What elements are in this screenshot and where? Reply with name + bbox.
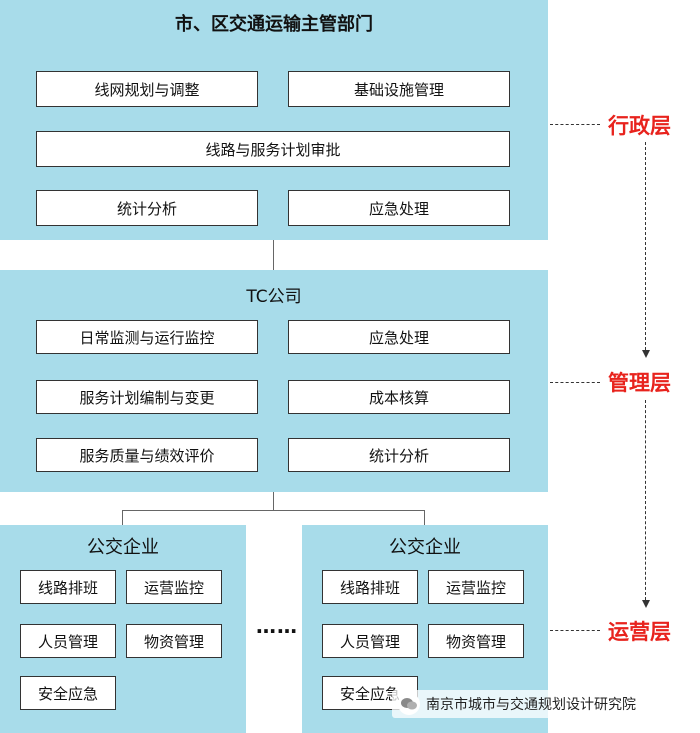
enterprise-left-personnel: 人员管理 xyxy=(20,624,116,658)
wechat-icon xyxy=(398,693,420,715)
arrow-admin-to-manage-line xyxy=(645,142,646,350)
admin-item-emergency: 应急处理 xyxy=(288,190,510,226)
more-enterprises-ellipsis: …… xyxy=(256,614,298,638)
admin-item-infrastructure: 基础设施管理 xyxy=(288,71,510,107)
manage-layer-panel: TC公司 日常监测与运行监控 应急处理 服务计划编制与变更 成本核算 服务质量与… xyxy=(0,270,548,492)
arrow-manage-to-operate-line xyxy=(645,400,646,600)
operate-layer-label: 运营层 xyxy=(606,616,673,646)
enterprise-left-title: 公交企业 xyxy=(87,537,159,558)
manage-layer-label: 管理层 xyxy=(606,367,673,397)
connector-enterprises-bar xyxy=(122,510,424,511)
enterprise-right-personnel: 人员管理 xyxy=(322,624,418,658)
enterprise-right-materials: 物资管理 xyxy=(428,624,524,658)
source-watermark: 南京市城市与交通规划设计研究院 xyxy=(392,690,642,718)
enterprise-left-scheduling: 线路排班 xyxy=(20,570,116,604)
admin-panel-title: 市、区交通运输主管部门 xyxy=(175,14,373,35)
watermark-text: 南京市城市与交通规划设计研究院 xyxy=(426,697,636,713)
enterprise-right-panel: 公交企业 线路排班 运营监控 人员管理 物资管理 安全应急 xyxy=(302,525,548,733)
enterprise-left-monitoring: 运营监控 xyxy=(126,570,222,604)
arrow-admin-to-manage-head xyxy=(642,350,650,358)
manage-item-service-plan: 服务计划编制与变更 xyxy=(36,380,258,414)
enterprise-right-title: 公交企业 xyxy=(389,537,461,558)
enterprise-left-panel: 公交企业 线路排班 运营监控 人员管理 物资管理 安全应急 xyxy=(0,525,246,733)
admin-item-approval: 线路与服务计划审批 xyxy=(36,131,510,167)
connector-enterprise-left xyxy=(122,510,123,525)
connector-enterprise-right xyxy=(424,510,425,525)
manage-item-emergency: 应急处理 xyxy=(288,320,510,354)
connector-admin-tc xyxy=(273,240,274,270)
enterprise-left-materials: 物资管理 xyxy=(126,624,222,658)
connector-tc-enterprises xyxy=(273,492,274,510)
admin-layer-label: 行政层 xyxy=(606,110,673,140)
admin-item-network-planning: 线网规划与调整 xyxy=(36,71,258,107)
admin-item-statistics: 统计分析 xyxy=(36,190,258,226)
arrow-manage-to-operate-head xyxy=(642,600,650,608)
enterprise-right-monitoring: 运营监控 xyxy=(428,570,524,604)
enterprise-left-safety: 安全应急 xyxy=(20,676,116,710)
manage-item-quality: 服务质量与绩效评价 xyxy=(36,438,258,472)
admin-leader-line xyxy=(550,124,600,125)
enterprise-right-scheduling: 线路排班 xyxy=(322,570,418,604)
manage-item-monitoring: 日常监测与运行监控 xyxy=(36,320,258,354)
operate-leader-line xyxy=(550,630,600,631)
admin-layer-panel: 市、区交通运输主管部门 线网规划与调整 基础设施管理 线路与服务计划审批 统计分… xyxy=(0,0,548,240)
manage-item-statistics: 统计分析 xyxy=(288,438,510,472)
manage-panel-title: TC公司 xyxy=(246,287,302,307)
manage-item-cost: 成本核算 xyxy=(288,380,510,414)
manage-leader-line xyxy=(550,382,600,383)
